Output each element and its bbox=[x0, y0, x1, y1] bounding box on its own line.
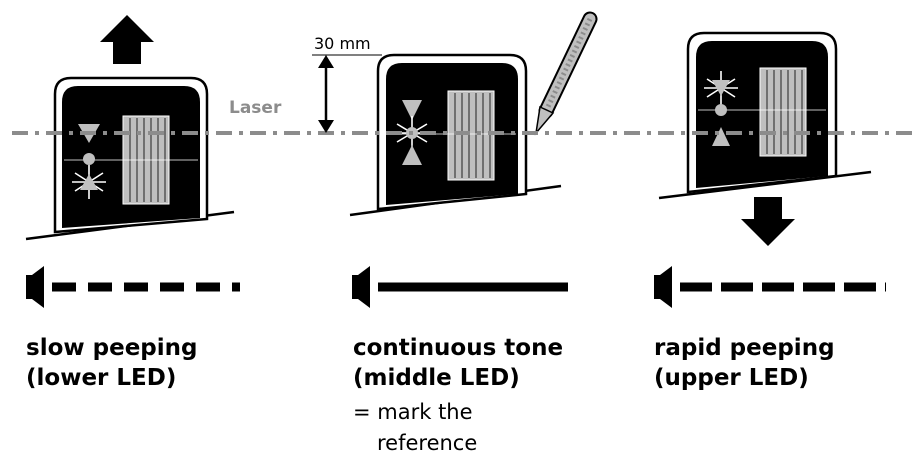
caption-continuous-title: continuous tone bbox=[353, 335, 564, 361]
caption-slow: slow peeping (lower LED) bbox=[26, 333, 197, 393]
receiver-left-middle-led bbox=[83, 153, 95, 165]
receiver-right-middle-led bbox=[715, 104, 727, 116]
note-line-1: = mark the bbox=[353, 400, 473, 424]
caption-rapid-led: (upper LED) bbox=[654, 365, 809, 391]
receiver-middle-upper-led bbox=[402, 100, 422, 120]
speaker-icon bbox=[352, 266, 370, 308]
receiver-right-upper-led-lit bbox=[704, 71, 738, 105]
receiver-right-lower-led bbox=[712, 127, 730, 146]
caption-rapid-title: rapid peeping bbox=[654, 335, 835, 361]
note-line-2: reference bbox=[377, 431, 478, 455]
caption-continuous-led: (middle LED) bbox=[353, 365, 520, 391]
receiver-middle-lower-led bbox=[402, 145, 422, 165]
signal-continuous bbox=[352, 266, 568, 308]
arrow-down-icon bbox=[741, 197, 795, 246]
receiver-left bbox=[25, 15, 235, 241]
pencil-icon bbox=[534, 11, 598, 136]
signal-rapid bbox=[654, 266, 886, 308]
receiver-middle bbox=[349, 53, 562, 217]
laser-label: Laser bbox=[229, 98, 282, 118]
dimension-marker bbox=[312, 54, 382, 133]
receiver-right bbox=[658, 31, 872, 246]
signal-slow bbox=[26, 266, 240, 308]
arrow-up-icon bbox=[100, 15, 154, 64]
dimension-label: 30 mm bbox=[314, 34, 371, 53]
caption-continuous-note: = mark the reference bbox=[353, 397, 477, 459]
receiver-left-lower-led-lit bbox=[72, 165, 106, 199]
caption-slow-title: slow peeping bbox=[26, 335, 198, 361]
caption-continuous: continuous tone (middle LED) bbox=[353, 333, 563, 393]
speaker-icon bbox=[26, 266, 44, 308]
caption-rapid: rapid peeping (upper LED) bbox=[654, 333, 835, 393]
caption-slow-led: (lower LED) bbox=[26, 365, 177, 391]
speaker-icon bbox=[654, 266, 672, 308]
